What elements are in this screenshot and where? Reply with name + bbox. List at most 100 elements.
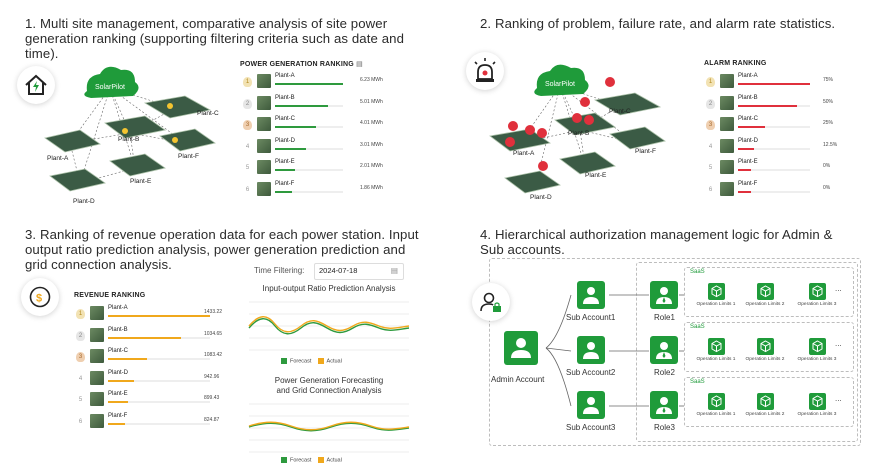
ranking-value: 75%: [823, 77, 834, 83]
ranking-plant-name: Plant-B: [108, 326, 128, 333]
ranking-bar: [108, 422, 126, 425]
saas-label: SaaS: [690, 324, 705, 330]
ranking-value: 899.43: [204, 395, 220, 401]
auth-hierarchy-frame: [489, 258, 861, 446]
operation-limit-item[interactable]: Operation Limits 2: [745, 393, 785, 417]
q2-site-map: SolarPilot Plant-C Plant-B Plant-A Plant…: [485, 58, 695, 208]
ranking-plant-name: Plant-A: [275, 73, 295, 79]
operation-limit-item[interactable]: Operation Limits 2: [745, 283, 785, 307]
ranking-plant-name: Plant-C: [738, 116, 759, 122]
ranking-bar-track: [275, 83, 343, 85]
ranking-bar: [275, 190, 292, 193]
sub-account-node[interactable]: [577, 281, 605, 309]
ranking-value: 6.23 MWh: [360, 77, 383, 83]
q1-cloud-label: SolarPilot: [95, 84, 125, 91]
ranking-bar: [275, 83, 343, 85]
operation-limit-label: Operation Limits 1: [696, 302, 736, 307]
operation-limit-item[interactable]: Operation Limits 3: [797, 338, 837, 362]
operation-limit-item[interactable]: Operation Limits 2: [745, 338, 785, 362]
ranking-bar-track: [738, 147, 810, 150]
rank-number: 4: [708, 143, 713, 150]
sub-account-node[interactable]: [577, 391, 605, 419]
admin-account-label: Admin Account: [491, 375, 545, 384]
date-filter-input[interactable]: 2024-07-18 ▤: [314, 263, 404, 280]
ranking-plant-name: Plant-E: [738, 159, 758, 165]
saas-label: SaaS: [690, 379, 705, 385]
operation-limit-label: Operation Limits 1: [696, 357, 736, 362]
ranking-value: 12.5%: [823, 141, 838, 148]
admin-account-node[interactable]: [504, 331, 538, 365]
ranking-plant-name: Plant-B: [275, 94, 295, 101]
ranking-bar: [108, 401, 129, 403]
ranking-bar-track: [108, 422, 210, 425]
operation-limit-item[interactable]: Operation Limits 3: [797, 283, 837, 307]
ranking-bar: [108, 315, 210, 317]
power-forecast-chart-title-line1: Power Generation Forecasting: [274, 376, 384, 385]
sub-account-node[interactable]: [577, 336, 605, 364]
plant-thumbnail: [90, 370, 104, 385]
ranking-bar: [738, 126, 766, 128]
ranking-bar: [738, 190, 751, 193]
role-user-icon: [656, 287, 672, 304]
operation-limit-label: Operation Limits 1: [696, 412, 736, 417]
role-node[interactable]: [650, 336, 678, 364]
ranking-value: 0%: [823, 163, 831, 169]
operation-limit-item[interactable]: Operation Limits 1: [696, 283, 736, 307]
operation-limit-label: Operation Limits 3: [797, 302, 837, 307]
ranking-bar-track: [738, 169, 810, 171]
q1-heading-line1: 1. Multi site management, comparative an…: [25, 16, 388, 31]
time-filter-label: Time Filtering:: [254, 266, 305, 275]
plant-thumbnail: [720, 160, 734, 174]
io-ratio-chart-title: Input-output Ratio Prediction Analysis: [262, 284, 396, 293]
power-forecast-legend: Forecast Actual: [281, 457, 342, 463]
q1-plant-label: Plant-B: [118, 136, 140, 143]
q2-plant-label: Plant-C: [609, 108, 631, 115]
plant-thumbnail: [720, 181, 734, 196]
cube-icon: [707, 283, 725, 300]
power-forecast-chart: Power Generation Forecasting and Grid Co…: [245, 374, 413, 468]
q1-ranking-title: POWER GENERATION RANKING ▤: [240, 61, 363, 68]
legend-forecast-swatch: [281, 457, 287, 463]
legend-forecast-label: Forecast: [290, 457, 312, 464]
ranking-bar-track: [275, 169, 343, 171]
ranking-plant-name: Plant-A: [108, 305, 128, 311]
saas-label: SaaS: [690, 269, 705, 275]
plant-thumbnail: [90, 349, 104, 363]
ranking-bar: [275, 147, 306, 150]
ranking-bar-track: [275, 190, 343, 193]
operation-limit-item[interactable]: Operation Limits 1: [696, 393, 736, 417]
user-lock-icon: [472, 283, 510, 321]
ranking-bar-track: [108, 315, 210, 317]
operation-limit-item[interactable]: Operation Limits 3: [797, 393, 837, 417]
date-filter-value: 2024-07-18: [319, 266, 358, 275]
role-node[interactable]: [650, 281, 678, 309]
role-node[interactable]: [650, 391, 678, 419]
q2-plant-label: Plant-D: [530, 194, 552, 201]
rank-number: 5: [708, 165, 713, 171]
operation-limit-item[interactable]: Operation Limits 1: [696, 338, 736, 362]
calendar-icon[interactable]: ▤: [390, 266, 398, 275]
ranking-row[interactable]: 5 Plant-E 0%: [706, 159, 856, 178]
ranking-bar: [738, 147, 754, 150]
q3-ranking-title: REVENUE RANKING: [74, 292, 146, 299]
medal-icon: 2: [76, 330, 85, 341]
ranking-value: 5.01 MWh: [360, 98, 383, 105]
ranking-bar: [275, 169, 296, 171]
